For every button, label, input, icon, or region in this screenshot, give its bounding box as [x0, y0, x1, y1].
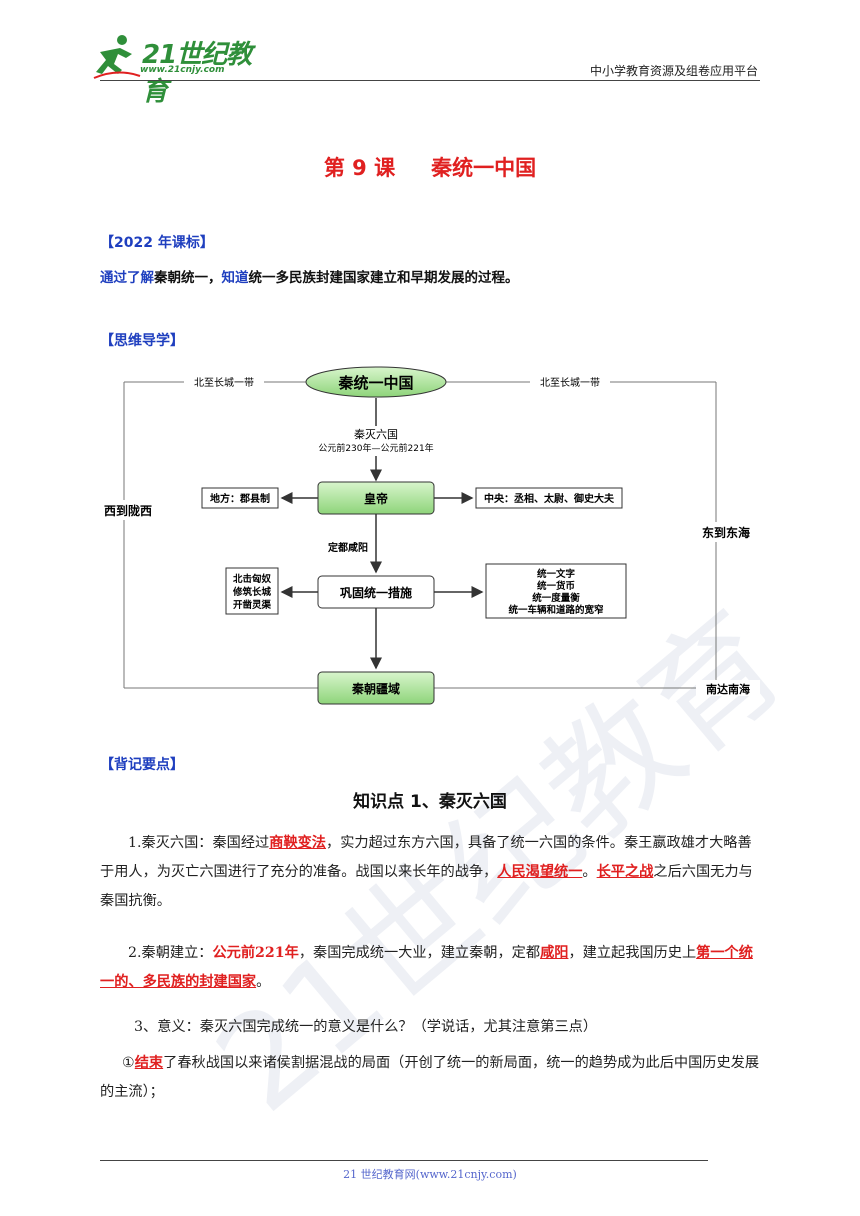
measures-left-box [225, 567, 279, 615]
top-right-label: 北至长城一带 [540, 377, 600, 389]
knowledge-point-title: 知识点 1、秦灭六国 [353, 792, 507, 812]
footer-text: 21 世纪教育网(www.21cnjy.com) [343, 1168, 517, 1181]
top-node [305, 366, 447, 398]
p1-c: ，实力超过东方六国，具备了统一六国的条件。秦王嬴政雄才大略善于用人，为灭亡六国进… [100, 835, 752, 880]
p1-f: 长平之战 [596, 864, 654, 880]
standard-part3: 知道 [221, 270, 249, 286]
measures-left-2: 修筑长城 [232, 586, 272, 598]
measures-right-1: 统一文字 [537, 568, 576, 580]
central-box [475, 487, 623, 509]
p2-d: 咸阳 [540, 945, 569, 961]
measures-right-4: 统一车辆和道路的宽窄 [508, 604, 604, 616]
lesson-name: 秦统一中国 [431, 156, 537, 180]
mindmap-diagram: 北至长城一带 北至长城一带 秦统一中国 秦灭六国 公元前230年—公元前221年… [100, 366, 760, 705]
p1-e: 。 [582, 864, 597, 880]
local-label: 地方：郡县制 [210, 492, 270, 505]
header-divider [100, 80, 760, 81]
central-label: 中央：丞相、太尉、御史大夫 [484, 492, 615, 505]
standard-heading: 【2022 年课标】 [100, 235, 214, 251]
p2-g: 。 [256, 974, 271, 990]
p2-c: ，秦国完成统一大业，建立秦朝，定都 [298, 945, 541, 961]
p2-e: ，建立起我国历史上 [568, 945, 697, 961]
p2-a: 2.秦朝建立： [128, 945, 213, 961]
conquest-dates: 公元前230年—公元前221年 [318, 442, 433, 454]
p4-c: 了春秋战国以来诸侯割据混战的局面（开创了统一的新局面，统一的趋势成为此后中国历史… [100, 1055, 760, 1100]
standard-part2: 秦朝统一， [154, 270, 222, 286]
south-label: 南达南海 [706, 682, 750, 696]
p1-g: 之后六国无力与秦国抗衡。 [100, 864, 753, 909]
standard-text: 通过了解秦朝统一，知道统一多民族封建国家建立和早期发展的过程。 [100, 266, 519, 286]
runner-logo-icon [93, 35, 141, 79]
logo-text: 21世纪教育 [142, 40, 252, 107]
logo-url: www.21cnjy.com [140, 65, 225, 75]
west-label: 西到陇西 [104, 503, 152, 518]
mindmap-heading: 【思维导学】 [100, 333, 184, 349]
page-title: 第 9 课 秦统一中国 [0, 152, 860, 182]
local-box [201, 487, 279, 509]
capital-label: 定都咸阳 [328, 541, 368, 554]
p4-b: 结束 [134, 1055, 164, 1071]
conquest-label: 秦灭六国 [354, 427, 398, 441]
lesson-number: 第 9 课 [323, 156, 396, 180]
measures-label: 巩固统一措施 [340, 585, 412, 600]
p2-f: 第一个统一的、多民族的封建国家 [100, 945, 753, 990]
paragraph-1: 1.秦灭六国：秦国经过商鞅变法，实力超过东方六国，具备了统一六国的条件。秦王嬴政… [100, 829, 762, 916]
top-left-label: 北至长城一带 [194, 377, 254, 389]
measures-right-2: 统一货币 [537, 580, 576, 592]
logo: 21世纪教育 www.21cnjy.com [92, 32, 272, 107]
p4-a: ① [122, 1055, 135, 1071]
p1-a: 1.秦灭六国：秦国经过 [128, 835, 270, 851]
territory-label: 秦朝疆域 [351, 681, 400, 696]
east-label: 东到东海 [702, 525, 750, 540]
p1-b: 商鞅变法 [269, 835, 326, 851]
standard-part4: 统一多民族封建国家建立和早期发展的过程。 [248, 270, 519, 286]
measures-left-1: 北击匈奴 [233, 573, 272, 585]
keypoints-heading: 【背记要点】 [100, 757, 184, 773]
paragraph-4: ①结束了春秋战国以来诸侯割据混战的局面（开创了统一的新局面，统一的趋势成为此后中… [100, 1049, 762, 1107]
standard-part1: 通过了解 [100, 270, 154, 286]
measures-right-box [485, 563, 627, 619]
territory-node [317, 671, 435, 705]
paragraph-3: 3、意义：秦灭六国完成统一的意义是什么？（学说话，尤其注意第三点） [134, 1019, 598, 1035]
p2-b: 公元前221年 [212, 945, 299, 961]
paragraph-2: 2.秦朝建立：公元前221年，秦国完成统一大业，建立秦朝，定都咸阳，建立起我国历… [100, 939, 762, 997]
emperor-label: 皇帝 [364, 491, 388, 506]
footer-divider [100, 1160, 708, 1161]
measures-left-3: 开凿灵渠 [233, 599, 272, 611]
top-node-label: 秦统一中国 [337, 374, 413, 392]
measures-right-3: 统一度量衡 [532, 592, 580, 604]
p1-d: 人民渴望统一 [497, 864, 583, 880]
header-platform-text: 中小学教育资源及组卷应用平台 [589, 64, 758, 78]
